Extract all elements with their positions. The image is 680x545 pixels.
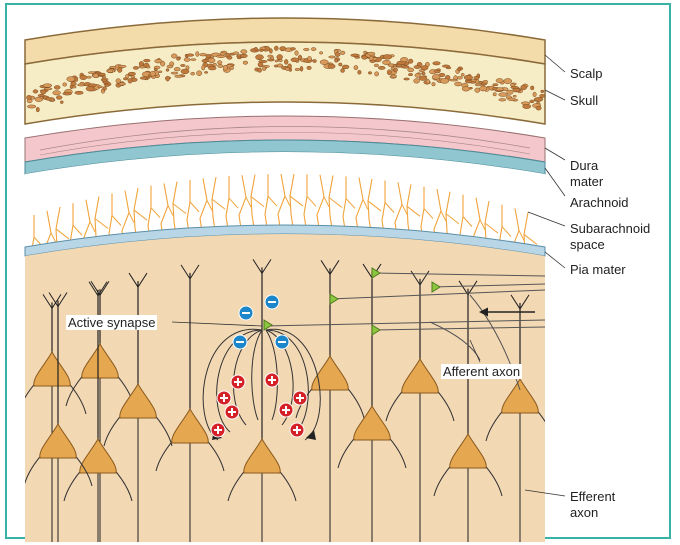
- positive-ion-icon: [279, 403, 293, 417]
- label-skull: Skull: [570, 93, 598, 109]
- positive-ion-icon: [265, 373, 279, 387]
- positive-ion-icon: [293, 391, 307, 405]
- label-scalp: Scalp: [570, 66, 603, 82]
- positive-ion-icon: [225, 405, 239, 419]
- positive-ion-icon: [211, 423, 225, 437]
- positive-ion-icon: [290, 423, 304, 437]
- positive-ion-icon: [217, 391, 231, 405]
- negative-ion-icon: [275, 335, 289, 349]
- label-dura-mater: Dura mater: [570, 158, 630, 190]
- negative-ion-icon: [239, 306, 253, 320]
- label-active-synapse: Active synapse: [66, 315, 157, 330]
- label-efferent-axon: Efferent axon: [570, 489, 630, 521]
- positive-ion-icon: [231, 375, 245, 389]
- negative-ion-icon: [265, 295, 279, 309]
- label-arachnoid: Arachnoid: [570, 195, 629, 211]
- negative-ion-icon: [233, 335, 247, 349]
- label-subarachnoid-space: Subarachnoid space: [570, 221, 660, 253]
- cortex-layer: [25, 234, 545, 542]
- label-afferent-axon: Afferent axon: [441, 364, 522, 379]
- label-pia-mater: Pia mater: [570, 262, 626, 278]
